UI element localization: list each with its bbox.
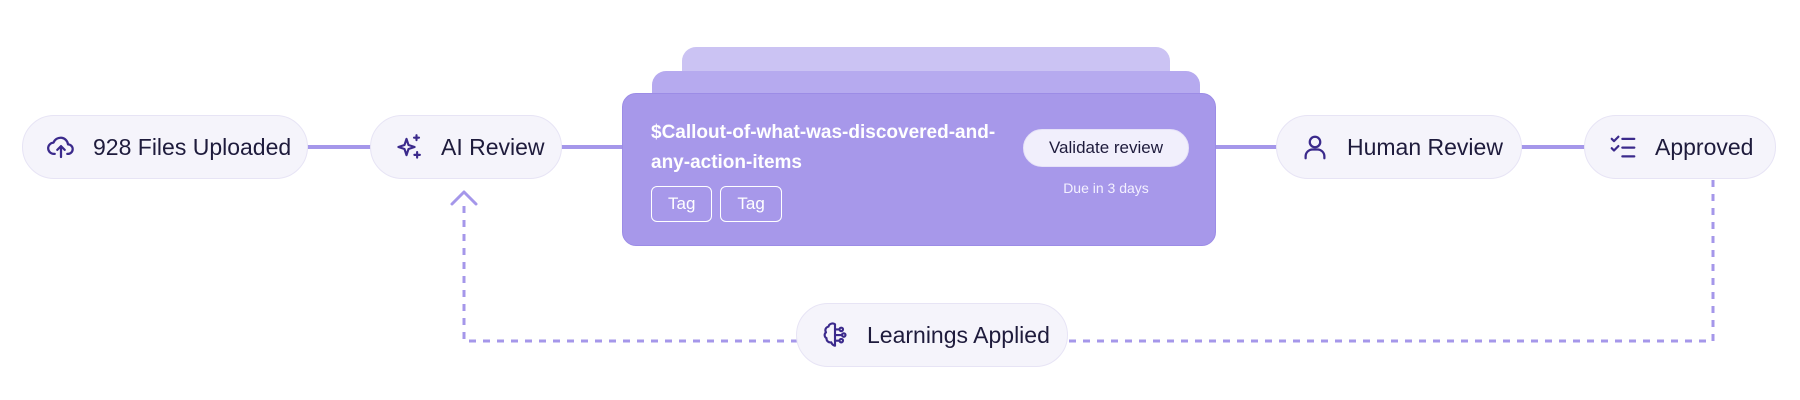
step-label: 928 Files Uploaded xyxy=(93,133,292,160)
card-title: $Callout-of-what-was-discovered-and-any-… xyxy=(651,122,996,173)
step-approved[interactable]: Approved xyxy=(1584,115,1776,179)
card-tags: Tag Tag xyxy=(651,186,782,222)
step-ai-review[interactable]: AI Review xyxy=(370,115,562,179)
sparkles-icon xyxy=(393,131,425,163)
step-label: Approved xyxy=(1655,133,1754,160)
checklist-icon xyxy=(1607,131,1639,163)
due-date-text: Due in 3 days xyxy=(1063,180,1149,196)
review-card[interactable]: $Callout-of-what-was-discovered-and-any-… xyxy=(622,93,1216,246)
brain-icon xyxy=(819,319,851,351)
step-label: Learnings Applied xyxy=(867,321,1050,348)
step-files-uploaded[interactable]: 928 Files Uploaded xyxy=(22,115,308,179)
step-learnings-applied[interactable]: Learnings Applied xyxy=(796,303,1068,367)
user-icon xyxy=(1299,131,1331,163)
tag-chip[interactable]: Tag xyxy=(651,186,713,222)
tag-chip[interactable]: Tag xyxy=(720,186,782,222)
step-label: AI Review xyxy=(441,133,545,160)
step-label: Human Review xyxy=(1347,133,1503,160)
cloud-upload-icon xyxy=(45,131,77,163)
feedback-loop-line xyxy=(462,180,1715,343)
feedback-arrowhead xyxy=(450,190,478,206)
validate-review-button[interactable]: Validate review xyxy=(1023,129,1189,167)
step-human-review[interactable]: Human Review xyxy=(1276,115,1522,179)
